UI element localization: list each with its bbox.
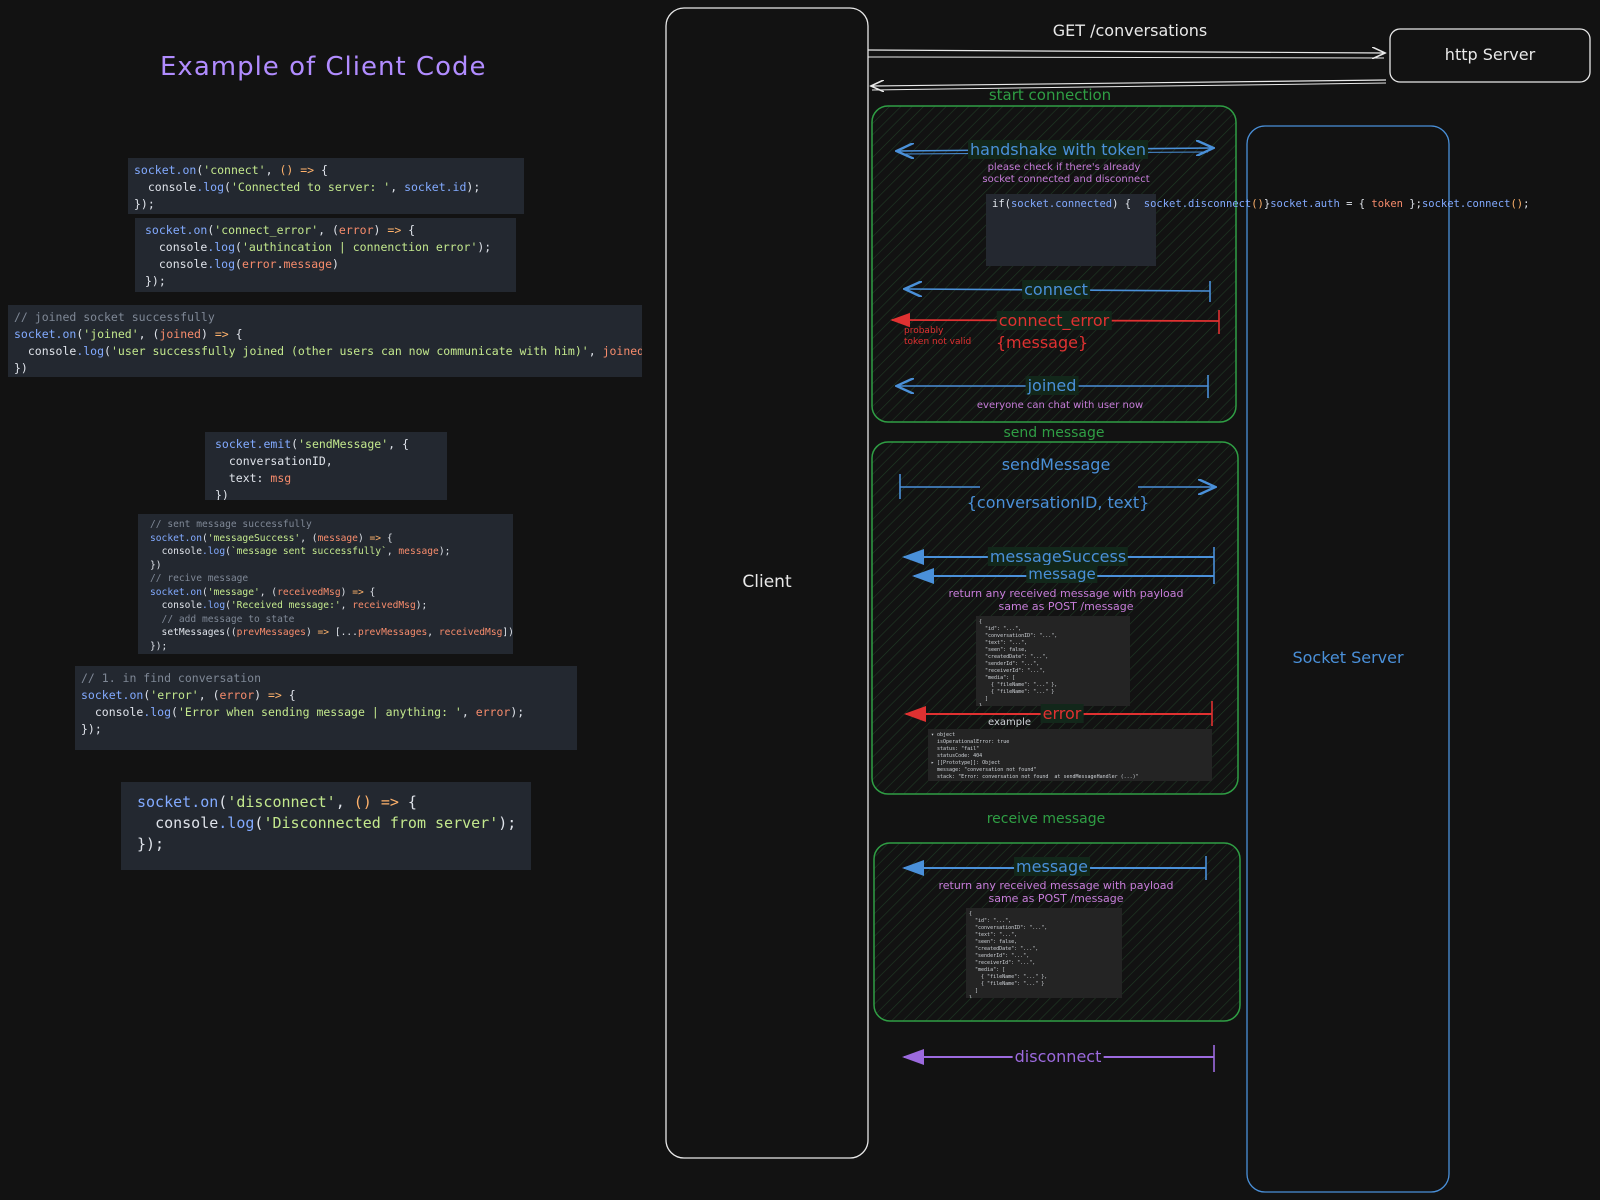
- message-success-label: messageSuccess: [987, 547, 1129, 566]
- code-block-message-events: // sent message successfully socket.on('m…: [138, 514, 513, 654]
- page-title: Example of Client Code: [160, 52, 487, 82]
- http-server-label: http Server: [1444, 45, 1536, 64]
- send-message-payload: {conversationID, text}: [966, 493, 1150, 512]
- send-message-note-line1: return any received message with payload: [948, 587, 1184, 600]
- code-line: socket.on('message', (receivedMsg) => {: [150, 586, 376, 598]
- code-line: socket.auth = { token };: [1270, 198, 1422, 210]
- client-label: Client: [742, 572, 792, 592]
- start-connection-title: start connection: [988, 86, 1112, 104]
- socket-server-label: Socket Server: [1292, 648, 1404, 667]
- code-line: if(socket.connected) {: [992, 198, 1132, 210]
- error-note-line1: probably: [904, 326, 944, 336]
- connect-label: connect: [1022, 280, 1090, 299]
- http-server-box: [1389, 28, 1591, 83]
- connect-error-payload: {message}: [995, 333, 1089, 352]
- code-line: socket.emit('sendMessage', {: [215, 437, 409, 451]
- code-block-disconnect: socket.on('disconnect', () => { console.…: [121, 782, 531, 870]
- received-payload-sample: { "id": "...", "conversationID": "...", …: [966, 908, 1122, 998]
- send-message-note-line2: same as POST /message: [998, 600, 1134, 613]
- code-line: });: [145, 274, 166, 288]
- error-sample: ▾ object isOperationalError: true status…: [928, 729, 1212, 781]
- disconnect-label: disconnect: [1012, 1047, 1104, 1066]
- code-line: // sent message successfully: [150, 519, 312, 530]
- code-line: socket.connect();: [1421, 198, 1530, 210]
- code-line: console.log('Received message:', receive…: [161, 600, 428, 611]
- message-label: message: [1026, 565, 1098, 583]
- code-line: // add message to state: [150, 613, 295, 625]
- get-conversations-label: GET /conversations: [1052, 21, 1208, 40]
- reconnect-snippet: if(socket.connected) { socket.disconnect…: [986, 194, 1529, 266]
- send-message-event-label: sendMessage: [1001, 455, 1111, 474]
- send-message-title: send message: [1003, 425, 1105, 441]
- code-line: });: [137, 835, 165, 853]
- code-line: }: [1263, 198, 1271, 210]
- receive-message-note-line2: same as POST /message: [988, 892, 1124, 905]
- code-line: socket.on('connect', () => {: [134, 163, 328, 177]
- code-line: console.log('Connected to server: ', soc…: [147, 180, 481, 194]
- joined-note: everyone can chat with user now: [976, 400, 1144, 411]
- example-label: example: [988, 717, 1032, 728]
- code-line: socket.on('disconnect', () => {: [137, 793, 417, 811]
- receive-message-label: message: [1014, 857, 1090, 876]
- error-note-line2: token not valid: [904, 337, 972, 347]
- code-line: }): [150, 559, 162, 571]
- code-line: });: [150, 640, 168, 652]
- code-line: text: msg: [215, 471, 292, 485]
- handshake-label: handshake with token: [968, 140, 1148, 159]
- code-line: console.log('user successfully joined (o…: [27, 344, 642, 358]
- code-line: });: [134, 197, 155, 211]
- error-label: error: [1040, 704, 1084, 723]
- code-block-connect: socket.on('connect', () => { console.log…: [128, 158, 524, 214]
- code-block-joined: // joined socket successfully socket.on('…: [8, 305, 642, 377]
- get-response-arrow: [872, 79, 1387, 86]
- client-box: [665, 7, 869, 1159]
- receive-message-title: receive message: [986, 811, 1106, 827]
- code-line: conversationID,: [215, 454, 333, 468]
- code-block-error: // 1. in find conversation socket.on('err…: [75, 666, 577, 750]
- code-line: // recive message: [150, 573, 249, 584]
- code-line: socket.on('messageSuccess', (message) =>…: [150, 532, 393, 544]
- code-line: });: [81, 722, 102, 736]
- code-line: console.log('Disconnected from server');: [155, 814, 517, 832]
- already-connected-note-line2: socket connected and disconnect: [982, 174, 1150, 185]
- get-request-arrow: [867, 50, 1384, 53]
- socket-server-box: [1246, 125, 1450, 1193]
- message-payload-sample: { "id": "...", "conversationID": "...", …: [976, 616, 1130, 706]
- code-line: }): [215, 488, 229, 500]
- code-line: socket.on('joined', (joined) => {: [14, 327, 243, 341]
- code-line: console.log('Error when sending message …: [94, 705, 525, 719]
- code-line: console.log('authincation | connenction …: [158, 240, 492, 254]
- code-block-send-message: socket.emit('sendMessage', { conversatio…: [205, 432, 447, 500]
- joined-label: joined: [1025, 376, 1079, 395]
- receive-message-note-line1: return any received message with payload: [938, 879, 1174, 892]
- code-line: console.log(error.message): [158, 257, 339, 271]
- code-line: socket.disconnect(): [1143, 198, 1264, 210]
- code-line: console.log(`message sent successfully`,…: [161, 546, 451, 557]
- connect-error-label: connect_error: [996, 311, 1112, 330]
- code-line: socket.on('error', (error) => {: [81, 688, 296, 702]
- code-line: // 1. in find conversation: [81, 671, 262, 685]
- code-line: }): [14, 361, 28, 375]
- already-connected-note-line1: please check if there's already: [987, 162, 1141, 173]
- code-block-connect-error: socket.on('connect_error', (error) => { …: [135, 218, 516, 292]
- code-line: // joined socket successfully: [14, 310, 215, 324]
- code-line: socket.on('connect_error', (error) => {: [145, 223, 416, 237]
